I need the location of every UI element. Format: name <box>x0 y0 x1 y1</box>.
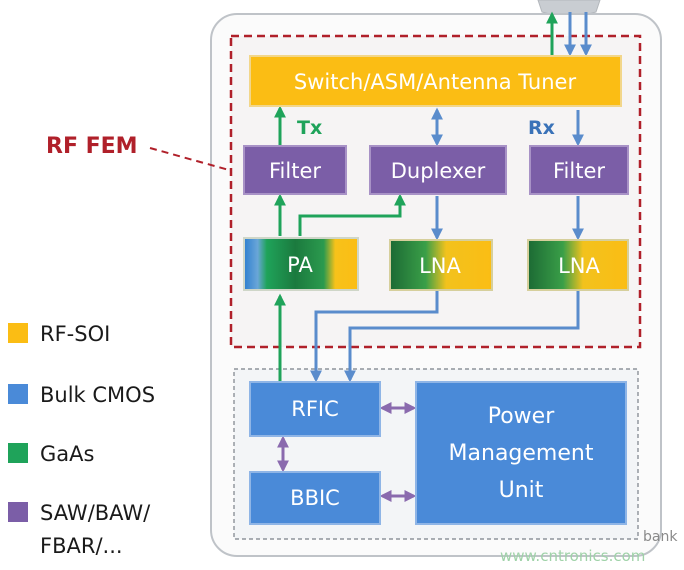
lna-mid-block <box>389 239 493 291</box>
legend-label-bulk-cmos: Bulk CMOS <box>40 383 155 407</box>
filter-rx-label: Filter <box>553 159 605 183</box>
pmu-label-line3: Unit <box>499 478 544 503</box>
pmu-label-line2: Management <box>449 441 594 466</box>
lna-mid-to-rfic-arrow <box>310 290 439 383</box>
legend-label-rf-soi: RF-SOI <box>40 322 110 346</box>
rfic-block <box>249 381 381 437</box>
legend-swatch-bulk-cmos <box>8 384 28 404</box>
bbic-block <box>249 471 381 525</box>
legend-label-gaas: GaAs <box>40 442 94 466</box>
tx-label: Tx <box>297 117 322 139</box>
rx-label: Rx <box>528 117 555 139</box>
pa-to-duplexer-arrow <box>298 193 406 236</box>
bbic-label: BBIC <box>290 486 340 510</box>
legend-swatch-saw-baw <box>8 502 28 522</box>
pa-block <box>243 237 359 291</box>
pmu-block <box>415 381 627 525</box>
filter-tx-block <box>243 145 347 195</box>
filter-tx-label: Filter <box>269 159 321 183</box>
switch-label: Switch/ASM/Antenna Tuner <box>294 70 577 94</box>
legend-swatch-rf-soi <box>8 323 28 343</box>
legend-label-saw-baw: SAW/BAW/ <box>40 501 151 525</box>
lna-right-label: LNA <box>558 254 600 278</box>
lna-mid-label: LNA <box>419 254 461 278</box>
watermark-bank: bank <box>643 529 678 545</box>
watermark-site: www.cntronics.com <box>500 547 645 565</box>
pa-label: PA <box>287 253 313 277</box>
rf-fem-pointer <box>149 147 230 171</box>
legend: RF-SOI Bulk CMOS GaAs SAW/BAW/ FBAR/... <box>8 322 155 558</box>
legend-label-fbar: FBAR/... <box>40 534 123 558</box>
duplexer-label: Duplexer <box>391 159 486 183</box>
rf-fem-label: RF FEM <box>46 134 138 159</box>
filter-rx-block <box>529 145 629 195</box>
switch-block <box>249 55 622 107</box>
duplexer-block <box>369 145 507 195</box>
lna-right-to-rfic-arrow <box>344 290 580 383</box>
legend-swatch-gaas <box>8 443 28 463</box>
lna-right-block <box>527 239 629 291</box>
pmu-label-line1: Power <box>488 404 555 429</box>
rfic-label: RFIC <box>291 397 339 421</box>
